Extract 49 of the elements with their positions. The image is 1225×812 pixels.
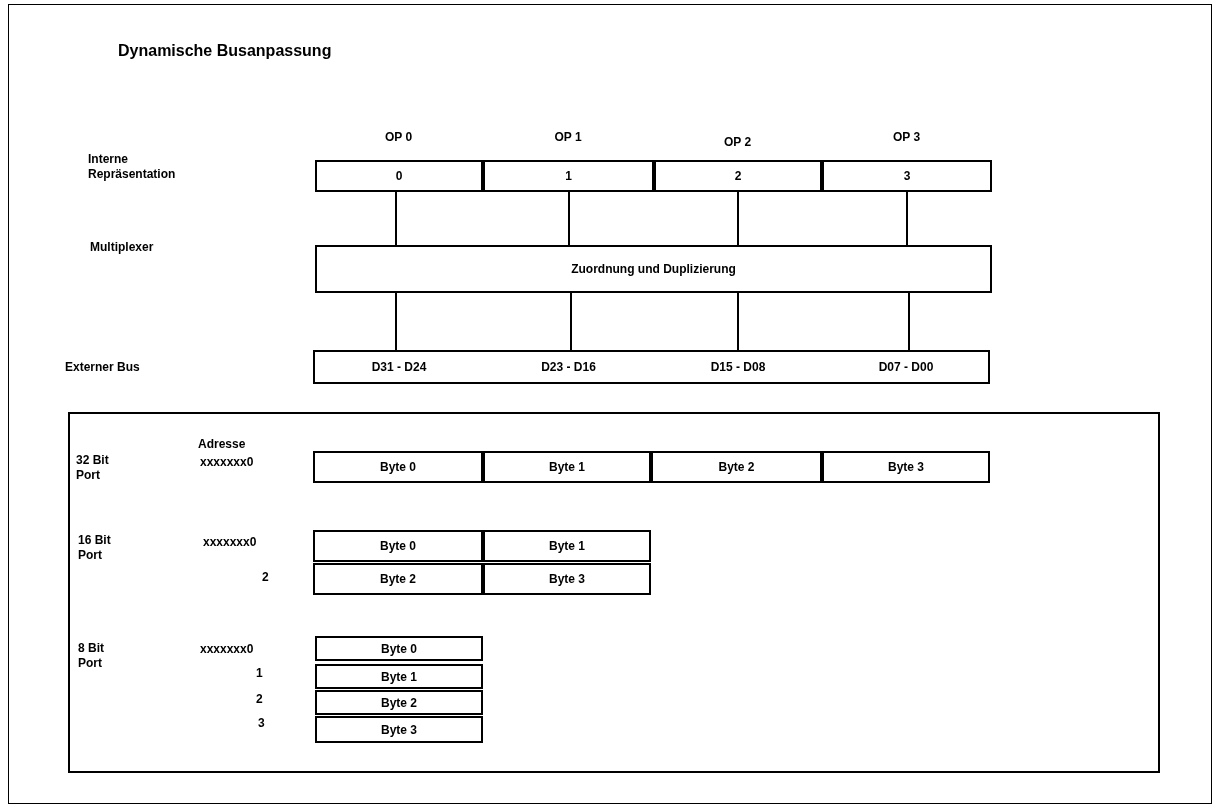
memory-cell: Byte 3 (315, 716, 483, 743)
memory-cell: 0 (315, 160, 483, 192)
row-label: Multiplexer (90, 240, 154, 254)
address-label: 2 (262, 570, 269, 584)
connector-line (568, 191, 570, 246)
row-label: 8 Bit Port (78, 641, 105, 671)
bus-line-text: D31 - D24 (315, 351, 483, 383)
connector-line (570, 292, 572, 351)
column-header: OP 1 (554, 130, 582, 144)
connector-line (908, 292, 910, 351)
connector-line (737, 191, 739, 246)
memory-cell: 2 (654, 160, 822, 192)
bus-line-text: D23 - D16 (483, 351, 654, 383)
row-label: Externer Bus (65, 360, 140, 374)
row-label: 16 Bit Port (78, 533, 112, 563)
column-header: OP 0 (385, 130, 413, 144)
connector-line (395, 191, 397, 246)
diagram-title: Dynamische Busanpassung (118, 42, 332, 60)
memory-cell: Byte 0 (313, 451, 483, 483)
memory-cell: Byte 2 (651, 451, 822, 483)
memory-cell: Byte 3 (822, 451, 990, 483)
column-header: OP 3 (893, 130, 921, 144)
memory-cell: Byte 0 (315, 636, 483, 661)
address-label: xxxxxxx0 (203, 535, 257, 549)
memory-cell: Byte 1 (315, 664, 483, 689)
column-header: OP 2 (724, 135, 752, 149)
address-label: 2 (256, 692, 263, 706)
bus-line-text: D15 - D08 (654, 351, 822, 383)
connector-line (906, 191, 908, 246)
connector-line (395, 292, 397, 351)
memory-cell: 3 (822, 160, 992, 192)
address-label: xxxxxxx0 (200, 642, 254, 656)
memory-cell: Byte 0 (313, 530, 483, 562)
memory-cell: Byte 2 (313, 563, 483, 595)
multiplexer-box: Zuordnung und Duplizierung (315, 245, 992, 293)
connector-line (737, 292, 739, 351)
memory-cell: Byte 1 (483, 530, 651, 562)
row-label: 32 Bit Port (76, 453, 110, 483)
memory-cell: Byte 2 (315, 690, 483, 715)
row-label: Interne Repräsentation (88, 152, 177, 182)
memory-cell: 1 (483, 160, 654, 192)
port-panel (68, 412, 1160, 773)
column-header: Adresse (198, 437, 246, 451)
bus-line-text: D07 - D00 (822, 351, 990, 383)
address-label: 1 (256, 666, 263, 680)
memory-cell: Byte 1 (483, 451, 651, 483)
address-label: xxxxxxx0 (200, 455, 254, 469)
address-label: 3 (258, 716, 265, 730)
memory-cell: Byte 3 (483, 563, 651, 595)
